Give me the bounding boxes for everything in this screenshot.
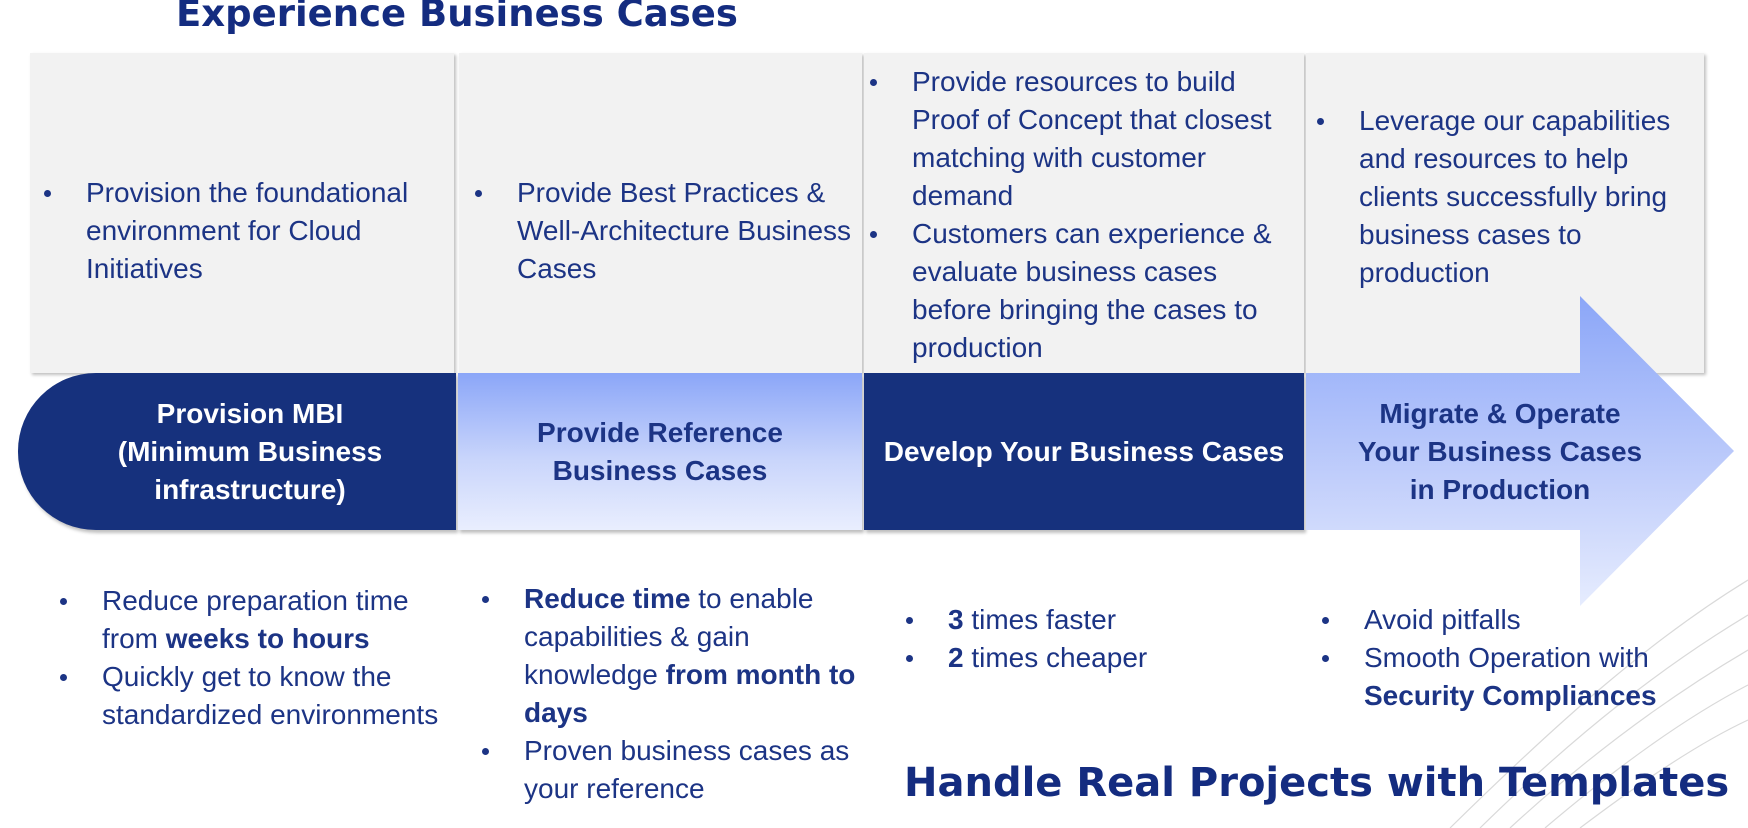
stage-4-panel <box>1306 53 1704 373</box>
stage-4-top-bullets: Leverage our capabilities and resources … <box>1315 102 1695 292</box>
stage-3-band <box>864 373 1304 530</box>
benefit-item: 2 times cheaper <box>904 639 1304 677</box>
stage-1-top-bullets: Provision the foundational environment f… <box>42 174 452 288</box>
stage-2-label: Provide Reference Business Cases <box>537 416 783 486</box>
benefit-item: Avoid pitfalls <box>1320 601 1740 639</box>
benefit-item: Reduce preparation time from weeks to ho… <box>58 582 458 658</box>
stage-4-label: Migrate & Operate Your Business Cases in… <box>1357 397 1643 505</box>
benefit-item: Quickly get to know the standardized env… <box>58 658 458 734</box>
stage-2-top-bullets: Provide Best Practices & Well-Architectu… <box>473 174 853 288</box>
benefit-item: 3 times faster <box>904 601 1304 639</box>
stage-2-benefits: Reduce time to enable capabilities & gai… <box>480 580 860 808</box>
stage-1-benefits: Reduce preparation time from weeks to ho… <box>58 582 458 734</box>
stage-1-label: Provision MBI (Minimum Business infrastr… <box>117 397 383 505</box>
benefit-item: Smooth Operation with Security Complianc… <box>1320 639 1740 715</box>
stage-3-top-bullet: Customers can experience & evaluate busi… <box>868 215 1298 367</box>
page-title: Experience Business Cases <box>176 0 738 35</box>
stage-3-benefits: 3 times faster 2 times cheaper <box>904 601 1304 677</box>
stage-3-top-bullet: Provide resources to build Proof of Conc… <box>868 63 1298 215</box>
stage-3-label: Develop Your Business Cases <box>883 435 1285 467</box>
stage-1-top-bullet: Provision the foundational environment f… <box>42 174 452 288</box>
stage-4-top-bullet: Leverage our capabilities and resources … <box>1315 102 1695 292</box>
stage-1-band <box>18 373 456 530</box>
stage-3-top-bullets: Provide resources to build Proof of Conc… <box>868 63 1298 367</box>
stage-2-panel <box>459 53 862 373</box>
stage-1-panel <box>30 53 454 373</box>
footer-title: Handle Real Projects with Templates <box>904 760 1730 806</box>
benefit-item: Reduce time to enable capabilities & gai… <box>480 580 860 732</box>
stage-2-top-bullet: Provide Best Practices & Well-Architectu… <box>473 174 853 288</box>
benefit-item: Proven business cases as your reference <box>480 732 860 808</box>
stage-4-benefits: Avoid pitfalls Smooth Operation with Sec… <box>1320 601 1740 715</box>
stage-3-panel <box>864 53 1304 373</box>
stage-2-band <box>458 373 862 530</box>
